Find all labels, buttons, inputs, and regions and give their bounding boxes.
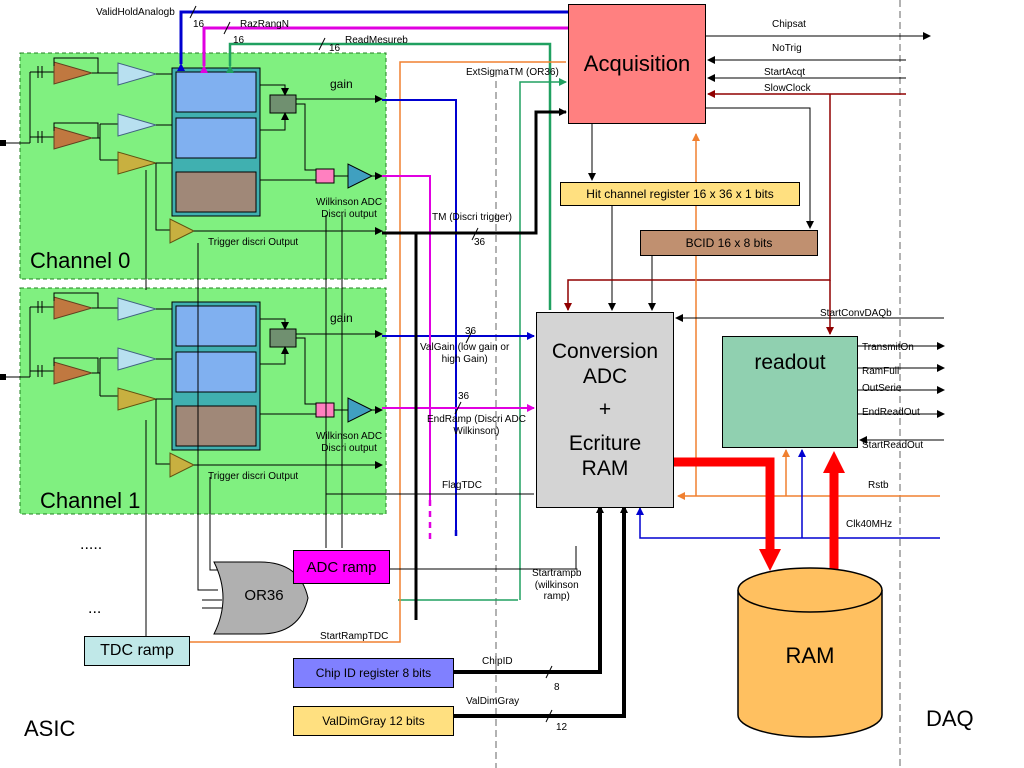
signal-startreadout: StartReadOut	[862, 440, 924, 451]
signal-extsigmatm: ExtSigmaTM (OR36)	[466, 67, 559, 78]
signal-slowclock: SlowClock	[764, 83, 811, 94]
signal-startrampb: Startrampb (wilkinson ramp)	[532, 568, 581, 603]
readout-block: readout	[722, 336, 858, 448]
conversion-line-2: ADC	[582, 365, 628, 389]
endramp-line1: EndRamp (Discri ADC	[427, 414, 526, 425]
signal-valgain: ValGain (low gain or high Gain)	[420, 342, 509, 365]
wilk0-line2: Discri output	[321, 208, 377, 220]
bus-width-16b: 16	[233, 35, 245, 46]
signal-clk40mhz: Clk40MHz	[846, 519, 893, 530]
or36-label: OR36	[244, 586, 284, 604]
signal-notrig: NoTrig	[772, 43, 802, 54]
bus-width-36b: 36	[465, 326, 477, 337]
ellipsis-channels: .....	[80, 536, 103, 553]
signal-razrangn: RazRangN	[240, 19, 289, 30]
asic-label: ASIC	[24, 716, 76, 741]
adc-ramp-block: ADC ramp	[293, 550, 390, 584]
bus-width-12: 12	[556, 722, 568, 733]
bus-width-36a: 36	[474, 237, 486, 248]
or36-gate	[213, 561, 309, 635]
signal-readmesureb: ReadMesureb	[345, 35, 408, 46]
startrampb-line1: Startrampb	[532, 568, 582, 579]
chip-id-register: Chip ID register 8 bits	[293, 658, 454, 688]
channel-1-frontend	[0, 292, 383, 478]
ellipsis-more: ...	[88, 600, 102, 617]
startrampb-line3: ramp)	[543, 591, 570, 602]
wilkinson-output-0: Wilkinson ADC Discri output	[316, 197, 382, 220]
bus-width-16a: 16	[193, 19, 205, 30]
signal-validholdanalogb: ValidHoldAnalogb	[96, 7, 175, 18]
signal-endramp: EndRamp (Discri ADC Wilkinson)	[427, 414, 526, 437]
ram-label: RAM	[785, 643, 835, 668]
channel-1-label: Channel 1	[40, 488, 141, 513]
hit-channel-register: Hit channel register 16 x 36 x 1 bits	[560, 182, 800, 206]
signal-chipid: ChipID	[482, 656, 513, 667]
endramp-line2: Wilkinson)	[453, 425, 500, 437]
signal-startconvdaqb: StartConvDAQb	[820, 308, 892, 319]
conversion-line-3: +	[598, 398, 612, 422]
valgain-line2: high Gain)	[441, 353, 488, 365]
ram-cylinder	[737, 567, 883, 738]
tdc-ramp-block: TDC ramp	[84, 636, 190, 666]
signal-rstb: Rstb	[868, 480, 889, 491]
conversion-block: Conversion ADC + Ecriture RAM	[536, 312, 674, 508]
daq-label: DAQ	[926, 706, 974, 731]
signal-chipsat: Chipsat	[772, 19, 806, 30]
signal-endreadout: EndReadOut	[862, 407, 920, 418]
channel-0-label: Channel 0	[30, 248, 131, 273]
wilk0-line1: Wilkinson ADC	[316, 197, 383, 208]
signal-valdimgray: ValDimGray	[466, 696, 520, 707]
signal-flagtdc: FlagTDC	[442, 480, 483, 491]
valdimgray-register: ValDimGray 12 bits	[293, 706, 454, 736]
gain-label-1: gain	[330, 311, 353, 325]
gain-label-0: gain	[330, 77, 353, 91]
signal-tm-discri: TM (Discri trigger)	[432, 212, 512, 223]
bus-width-8: 8	[554, 682, 560, 693]
signal-transmiton: TransmitOn	[862, 342, 914, 353]
trigger-output-0: Trigger discri Output	[208, 237, 299, 248]
channel-0-frontend	[0, 57, 383, 244]
conversion-line-4: Ecriture	[568, 431, 642, 455]
wilkinson-output-1: Wilkinson ADC Discri output	[316, 431, 382, 454]
valgain-line1: ValGain (low gain or	[420, 342, 510, 353]
bcid-register: BCID 16 x 8 bits	[640, 230, 818, 256]
trigger-output-1: Trigger discri Output	[208, 471, 299, 482]
conversion-line-1: Conversion	[551, 340, 659, 364]
signal-startramptdc: StartRampTDC	[320, 631, 389, 642]
wilk1-line2: Discri output	[321, 442, 377, 454]
signal-startacqt: StartAcqt	[764, 67, 806, 78]
signal-ramfull: RamFull	[862, 366, 900, 377]
acquisition-block: Acquisition	[568, 4, 706, 124]
startrampb-line2: (wilkinson	[534, 579, 579, 591]
signal-outserie: OutSerie	[862, 383, 902, 394]
bus-width-36c: 36	[458, 391, 470, 402]
wilk1-line1: Wilkinson ADC	[316, 431, 383, 442]
bus-width-16c: 16	[329, 43, 341, 54]
conversion-line-5: RAM	[581, 456, 629, 480]
